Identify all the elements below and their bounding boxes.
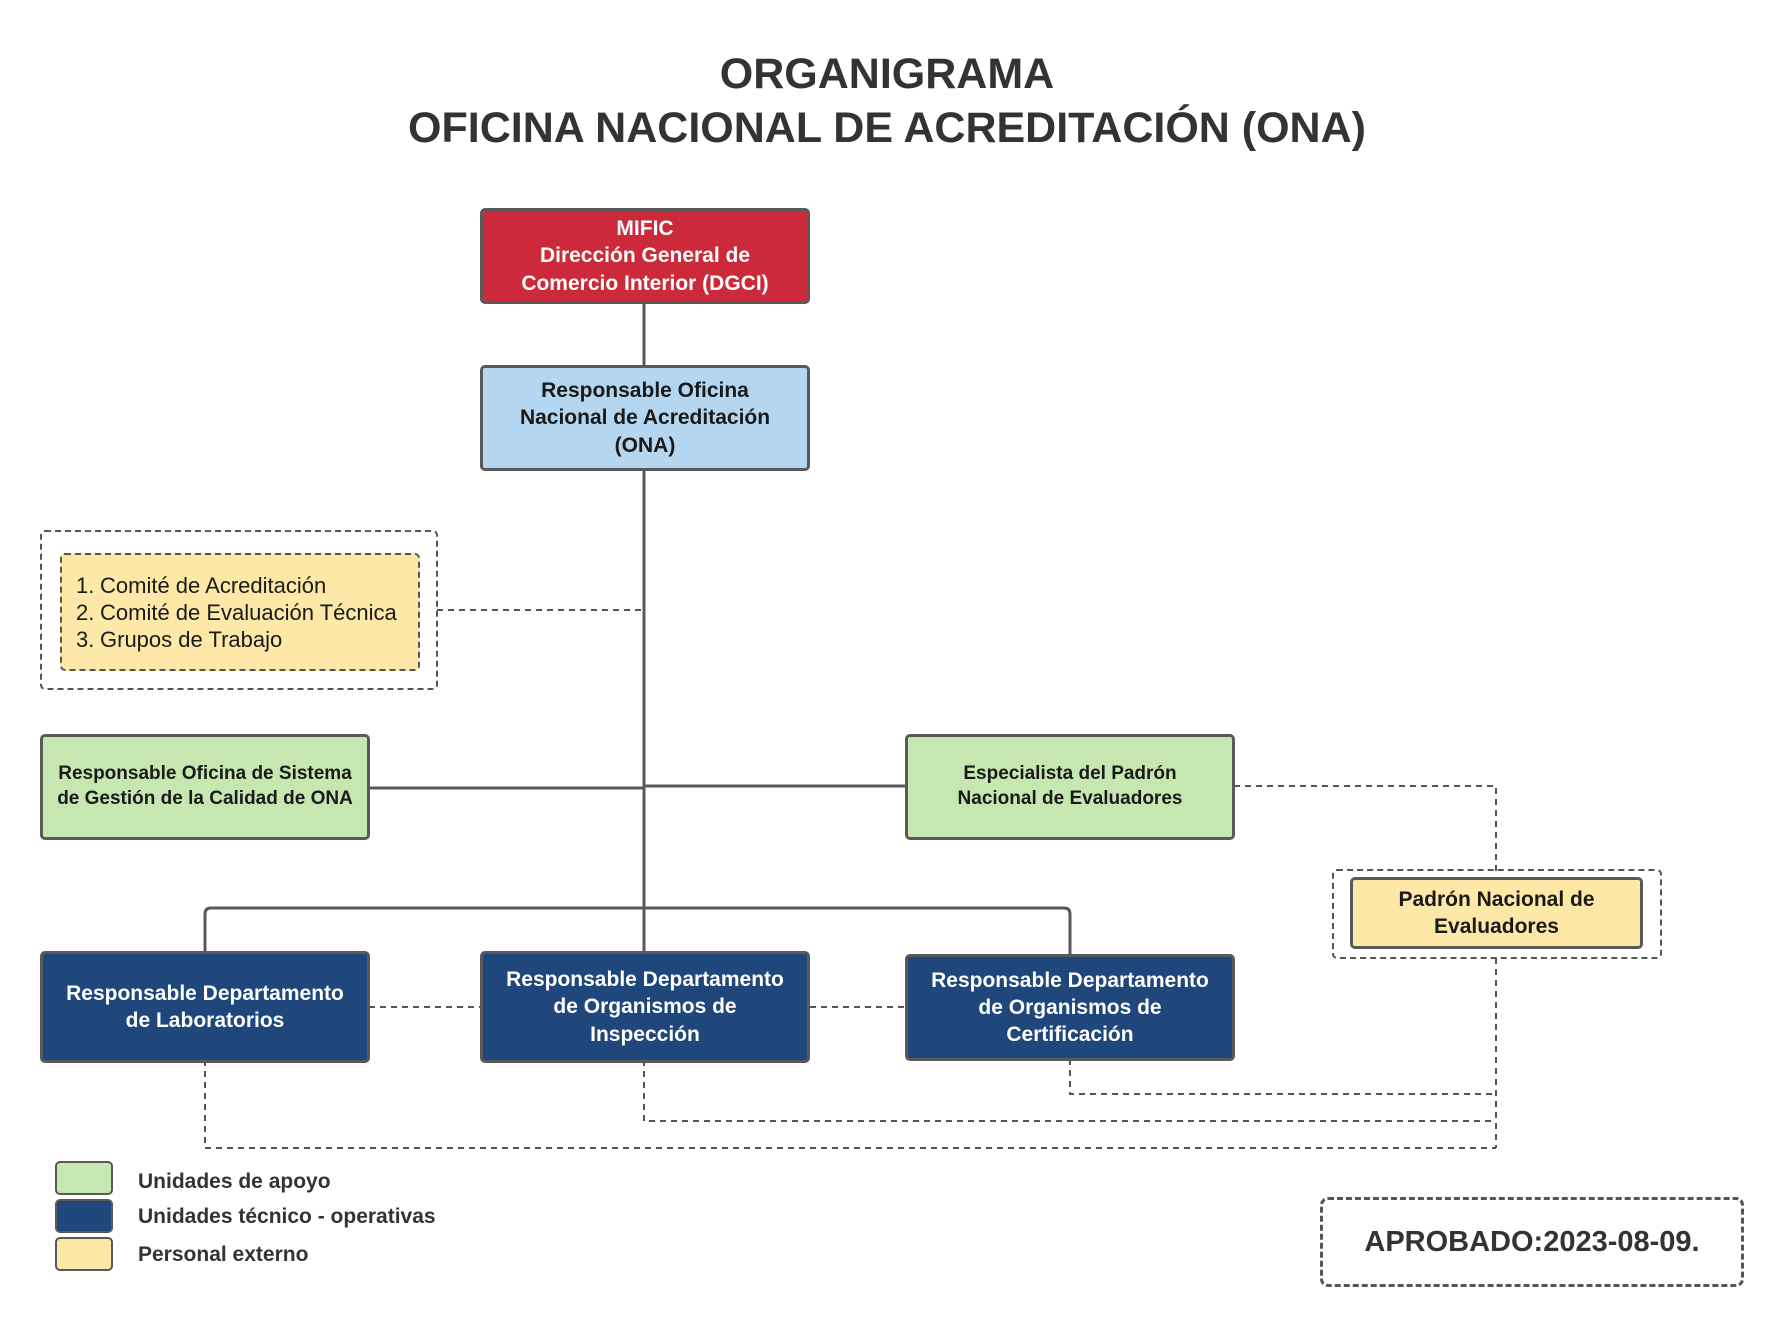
- solid-connectors: [203, 302, 1072, 955]
- connector-certification-padron: [1069, 1059, 1496, 1095]
- certification-line-3: Certificación: [1006, 1023, 1134, 1047]
- legend-swatch-technical: [55, 1199, 113, 1233]
- mific-line-1: MIFIC: [616, 217, 674, 241]
- approval-date: 2023-08-09.: [1543, 1225, 1700, 1258]
- approval-label: APROBADO:: [1364, 1225, 1544, 1258]
- specialist-node: Especialista del Padrón Nacional de Eval…: [905, 734, 1235, 840]
- committee-item-label: Comité de Evaluación Técnica: [100, 599, 397, 625]
- specialist-line-1: Especialista del Padrón: [963, 763, 1177, 785]
- ona-line-1: Responsable Oficina: [541, 379, 749, 403]
- certification-department-node: Responsable Departamento de Organismos d…: [905, 954, 1235, 1061]
- mific-node: MIFIC Dirección General de Comercio Inte…: [480, 208, 810, 304]
- mific-line-3: Comercio Interior (DGCI): [521, 271, 769, 295]
- chart-title-line-1: ORGANIGRAMA: [719, 50, 1055, 98]
- certification-line-1: Responsable Departamento: [931, 968, 1209, 992]
- legend-label-technical: Unidades técnico - operativas: [138, 1205, 436, 1228]
- quality-office-node: Responsable Oficina de Sistema de Gestió…: [40, 734, 370, 840]
- committees-outer-frame: [40, 530, 438, 690]
- committee-item-number: 2.: [76, 599, 95, 625]
- certification-line-2: de Organismos de: [978, 995, 1162, 1019]
- chart-title-line-2: OFICINA NACIONAL DE ACREDITACIÓN (ONA): [408, 104, 1366, 152]
- padron-outer-frame: [1332, 869, 1662, 959]
- committee-item: 3. Grupos de Trabajo: [76, 626, 282, 653]
- inspection-line-3: Inspección: [590, 1022, 700, 1046]
- legend-swatch-external: [55, 1237, 113, 1271]
- inspection-department-node: Responsable Departamento de Organismos d…: [480, 951, 810, 1063]
- labs-line-1: Responsable Departamento: [66, 981, 344, 1005]
- inspection-line-1: Responsable Departamento: [506, 968, 784, 992]
- committee-item-number: 3.: [76, 626, 95, 652]
- committee-item-label: Grupos de Trabajo: [100, 626, 283, 652]
- inspection-line-2: de Organismos de: [553, 995, 737, 1019]
- committee-item: 2. Comité de Evaluación Técnica: [76, 599, 397, 626]
- committee-item-label: Comité de Acreditación: [100, 572, 327, 598]
- connector-labs-padron: [204, 1060, 1496, 1149]
- ona-node: Responsable Oficina Nacional de Acredita…: [480, 365, 810, 471]
- dashed-connectors: [204, 609, 1497, 1149]
- committees-node: 1. Comité de Acreditación 2. Comité de E…: [60, 553, 420, 671]
- connector-inspection-padron: [643, 1060, 1496, 1122]
- ona-line-2: Nacional de Acreditación: [519, 406, 771, 430]
- legend-swatch-support: [55, 1161, 113, 1195]
- committee-item: 1. Comité de Acreditación: [76, 572, 326, 599]
- committee-item-number: 1.: [76, 572, 95, 598]
- mific-line-2: Dirección General de: [539, 244, 751, 268]
- padron-node: Padrón Nacional de Evaluadores: [1350, 877, 1643, 949]
- approval-stamp: APROBADO: 2023-08-09.: [1320, 1197, 1744, 1287]
- labs-department-node: Responsable Departamento de Laboratorios: [40, 951, 370, 1063]
- legend-label-support: Unidades de apoyo: [138, 1170, 331, 1193]
- quality-line-1: Responsable Oficina de Sistema: [58, 763, 352, 785]
- padron-line-2: Evaluadores: [1434, 915, 1559, 938]
- ona-line-3: (ONA): [614, 433, 676, 457]
- connector-departments-bus: [203, 906, 1072, 955]
- connector-specialist-padron: [1234, 785, 1497, 871]
- specialist-line-2: Nacional de Evaluadores: [957, 788, 1183, 809]
- legend-label-external: Personal externo: [138, 1243, 309, 1266]
- quality-line-2: de Gestión de la Calidad de ONA: [57, 788, 353, 809]
- labs-line-2: de Laboratorios: [125, 1009, 285, 1032]
- padron-line-1: Padrón Nacional de: [1398, 887, 1595, 911]
